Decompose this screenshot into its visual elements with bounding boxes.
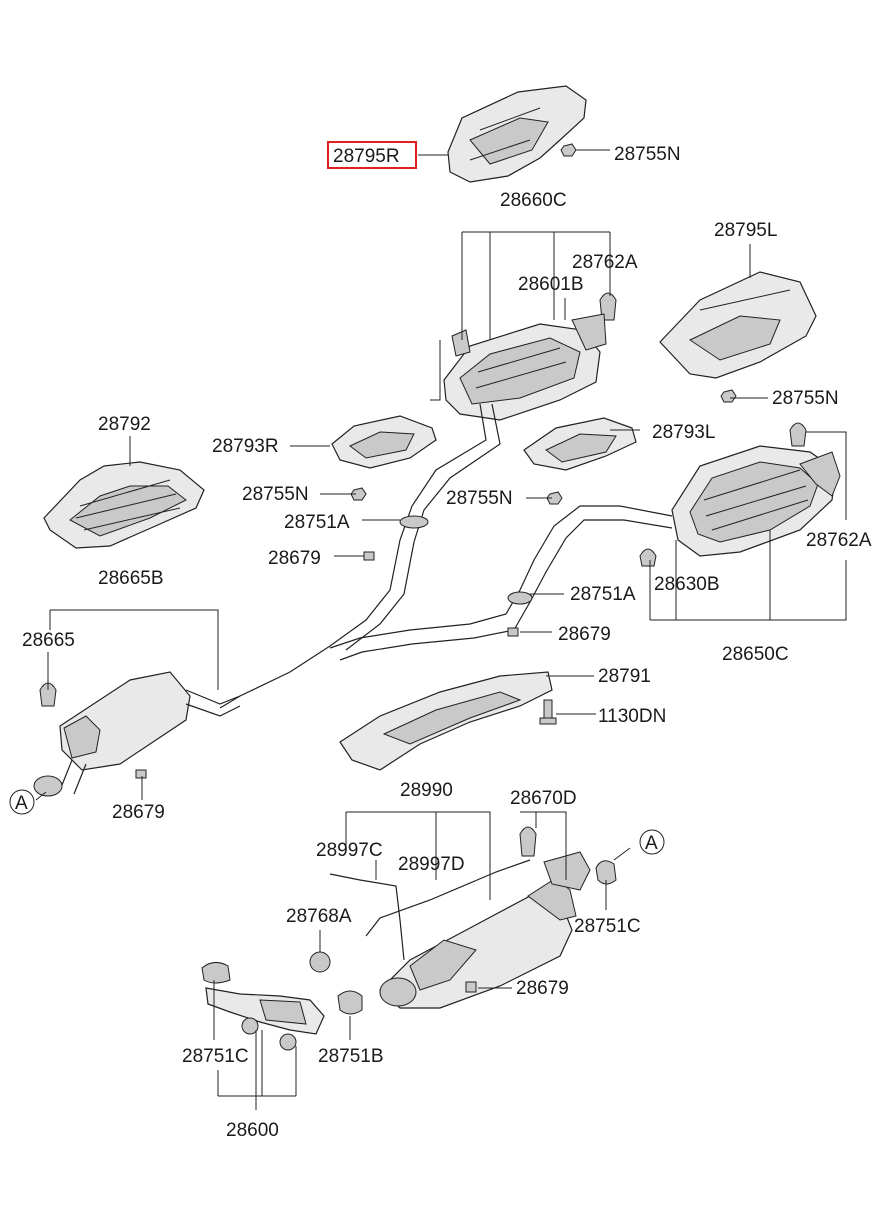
gasket-28751b[interactable] bbox=[337, 990, 363, 1015]
label-28755n-left[interactable]: 28755N bbox=[242, 484, 309, 505]
sensor-28997d[interactable] bbox=[365, 859, 531, 937]
marker-circle-a2 bbox=[639, 829, 665, 855]
heat-shield-28795r[interactable] bbox=[447, 85, 587, 183]
flange-a1[interactable] bbox=[33, 775, 63, 797]
label-28793r[interactable]: 28793R bbox=[212, 436, 279, 457]
heat-shield-28793l[interactable] bbox=[523, 417, 637, 471]
label-28751a-right[interactable]: 28751A bbox=[570, 584, 636, 605]
label-28670d[interactable]: 28670D bbox=[510, 788, 577, 809]
bolt-28679-lower[interactable] bbox=[465, 981, 477, 993]
hanger-28630b[interactable] bbox=[639, 548, 657, 567]
label-28679-left[interactable]: 28679 bbox=[268, 548, 321, 569]
label-28751a-left[interactable]: 28751A bbox=[284, 512, 350, 533]
rear-muffler-28650c[interactable] bbox=[671, 445, 841, 557]
nut-28755n-right[interactable] bbox=[720, 389, 737, 403]
muffler-28665b[interactable] bbox=[59, 671, 241, 795]
marker-a1: A bbox=[15, 793, 28, 814]
label-28630b[interactable]: 28630B bbox=[654, 574, 720, 595]
hanger-28665[interactable] bbox=[39, 682, 57, 707]
catalytic-converter-28990[interactable] bbox=[379, 877, 577, 1009]
label-28665[interactable]: 28665 bbox=[22, 630, 75, 651]
gasket-28751a-right[interactable] bbox=[507, 591, 533, 605]
bolt-28679-muffler[interactable] bbox=[135, 769, 147, 779]
label-28679-muffler[interactable]: 28679 bbox=[112, 802, 165, 823]
hanger-28762a-top[interactable] bbox=[599, 292, 617, 321]
label-28679-lower[interactable]: 28679 bbox=[516, 978, 569, 999]
heat-shield-28793r[interactable] bbox=[331, 415, 437, 469]
label-28755n-top[interactable]: 28755N bbox=[614, 144, 681, 165]
label-28650c[interactable]: 28650C bbox=[722, 644, 789, 665]
label-28751b[interactable]: 28751B bbox=[318, 1046, 384, 1067]
bolt-1130dn[interactable] bbox=[539, 699, 557, 725]
label-28997d[interactable]: 28997D bbox=[398, 854, 465, 875]
label-1130dn[interactable]: 1130DN bbox=[598, 706, 666, 727]
highlight-box bbox=[327, 141, 417, 169]
hanger-28762a-right[interactable] bbox=[789, 422, 807, 447]
hanger-28768a[interactable] bbox=[309, 951, 331, 973]
bolt-28679-left[interactable] bbox=[363, 551, 375, 561]
bolt-28679-mid[interactable] bbox=[507, 627, 519, 637]
label-28600[interactable]: 28600 bbox=[226, 1120, 279, 1141]
hanger-28670d[interactable] bbox=[519, 826, 591, 891]
gasket-28751a-left[interactable] bbox=[399, 515, 429, 529]
gasket-28751c-left[interactable] bbox=[201, 962, 231, 984]
label-28990[interactable]: 28990 bbox=[400, 780, 453, 801]
label-28793l[interactable]: 28793L bbox=[652, 422, 715, 443]
label-28660c[interactable]: 28660C bbox=[500, 190, 567, 211]
heat-shield-28792[interactable] bbox=[43, 461, 205, 549]
label-28755n-mid[interactable]: 28755N bbox=[446, 488, 513, 509]
heat-shield-28795l[interactable] bbox=[659, 271, 817, 379]
label-28762a-top[interactable]: 28762A bbox=[572, 252, 638, 273]
label-28762a-right[interactable]: 28762A bbox=[806, 530, 872, 551]
label-28791[interactable]: 28791 bbox=[598, 666, 651, 687]
label-28768a[interactable]: 28768A bbox=[286, 906, 352, 927]
label-28795r[interactable]: 28795R bbox=[333, 146, 400, 167]
nut-28755n-top[interactable] bbox=[560, 143, 577, 157]
label-28601b[interactable]: 28601B bbox=[518, 274, 584, 295]
gasket-28751c-right[interactable] bbox=[595, 860, 617, 885]
label-28795l[interactable]: 28795L bbox=[714, 220, 777, 241]
label-28665b[interactable]: 28665B bbox=[98, 568, 164, 589]
label-28792[interactable]: 28792 bbox=[98, 414, 151, 435]
label-28751c-right[interactable]: 28751C bbox=[574, 916, 641, 937]
leader-lines bbox=[35, 149, 847, 1110]
label-28755n-right[interactable]: 28755N bbox=[772, 388, 839, 409]
sensor-28997c[interactable] bbox=[329, 873, 405, 961]
front-pipe-28600[interactable] bbox=[205, 987, 325, 1051]
label-28679-mid[interactable]: 28679 bbox=[558, 624, 611, 645]
marker-a2: A bbox=[645, 833, 658, 854]
marker-circle-a1 bbox=[9, 789, 35, 815]
heat-shield-28791[interactable] bbox=[339, 671, 553, 771]
label-28997c[interactable]: 28997C bbox=[316, 840, 383, 861]
label-28751c-left[interactable]: 28751C bbox=[182, 1046, 249, 1067]
center-muffler-28660c[interactable] bbox=[430, 313, 607, 421]
